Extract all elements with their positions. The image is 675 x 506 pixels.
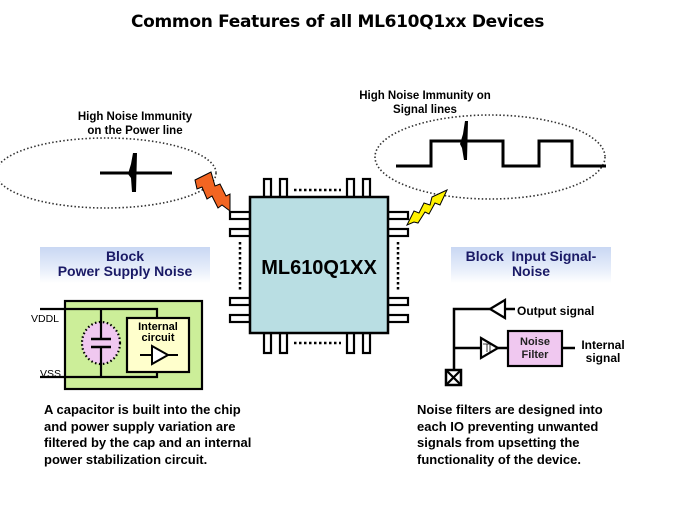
chip-pin-ellipsis bbox=[238, 188, 400, 345]
signal-block-header: Block Input Signal- Noise bbox=[451, 247, 611, 283]
signal-block-header-line2: Noise bbox=[511, 263, 551, 279]
schmitt-input-buffer-icon bbox=[479, 336, 501, 360]
page-title: Common Features of all ML610Q1xx Devices bbox=[130, 12, 545, 32]
signal-desc-line2: each IO preventing unwanted bbox=[417, 418, 599, 434]
noise-filter-label-line2: Filter bbox=[522, 349, 550, 361]
chip-label: ML610Q1XX bbox=[261, 257, 377, 279]
internal-circuit-label-line1: Internal bbox=[138, 321, 178, 333]
signal-block-description: Noise filters are designed into each IO … bbox=[417, 402, 657, 468]
vddl-label: VDDL bbox=[31, 313, 59, 325]
power-line-callout-label: High Noise Immunity on the Power line bbox=[60, 110, 210, 138]
power-block-header-line2: Power Supply Noise bbox=[57, 263, 193, 279]
signal-lines-waveform bbox=[396, 121, 606, 168]
output-buffer-icon bbox=[487, 298, 507, 320]
output-signal-label: Output signal bbox=[517, 304, 594, 318]
power-desc-line1: A capacitor is built into the chip bbox=[44, 402, 241, 417]
power-supply-circuit: Internal circuit bbox=[40, 299, 204, 391]
signal-lines-ellipse bbox=[374, 114, 606, 200]
power-block-header-line1: Block bbox=[105, 248, 145, 264]
input-signal-circuit: Noise Filter bbox=[444, 298, 575, 387]
vss-label: VSS bbox=[40, 368, 61, 380]
power-line-waveform bbox=[100, 153, 172, 192]
internal-circuit-label-line2: circuit bbox=[141, 332, 174, 344]
lightning-bolt-orange-icon bbox=[194, 171, 231, 212]
io-pad-icon bbox=[444, 368, 463, 387]
internal-signal-label-line1: Internal bbox=[581, 338, 624, 352]
buffer-icon bbox=[151, 344, 171, 366]
power-desc-line4: power stabilization circuit. bbox=[44, 451, 208, 467]
power-line-ellipse bbox=[0, 137, 217, 209]
noise-filter-label-line1: Noise bbox=[520, 336, 550, 348]
power-block-header: Block Power Supply Noise bbox=[40, 247, 210, 283]
signal-block-header-line1: Block Input Signal- bbox=[465, 248, 597, 264]
power-desc-line2: and power supply variation are bbox=[44, 418, 236, 434]
power-line-callout-line2: on the Power line bbox=[87, 125, 183, 137]
power-block-description: A capacitor is built into the chip and p… bbox=[44, 402, 304, 468]
signal-desc-line3: signals from upsetting the bbox=[417, 435, 580, 450]
capacitor-highlight bbox=[80, 320, 122, 366]
power-desc-line3: filtered by the cap and an internal bbox=[44, 435, 252, 450]
signal-desc-line1: Noise filters are designed into bbox=[417, 402, 603, 417]
internal-signal-label-line2: signal bbox=[586, 351, 621, 365]
power-line-callout-line1: High Noise Immunity bbox=[77, 111, 193, 123]
signal-desc-line4: functionality of the device. bbox=[417, 451, 581, 467]
signal-lines-callout-label: High Noise Immunity on Signal lines bbox=[340, 89, 510, 117]
signal-lines-callout-line1: High Noise Immunity on bbox=[359, 90, 491, 102]
chip-body bbox=[248, 195, 390, 335]
lightning-bolt-yellow-icon bbox=[405, 188, 449, 226]
signal-lines-callout-line2: Signal lines bbox=[393, 104, 457, 116]
